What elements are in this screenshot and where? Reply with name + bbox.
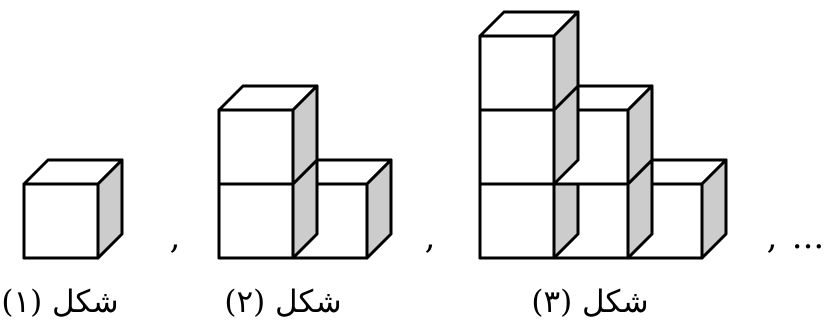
comma-separator-1: ,: [170, 217, 181, 257]
figure-1-caption: شکل (۱): [1, 284, 118, 320]
cube-f1-c1-r1-front: [22, 182, 100, 260]
figure-1-cubes: [22, 158, 124, 260]
continuation-ellipsis: ...: [792, 217, 824, 257]
cube-f2-c1-r1-front: [217, 182, 295, 260]
cube-f3-c1-r1-front: [478, 182, 556, 260]
figure-2-cubes: [217, 84, 393, 260]
cube-f3-c1-r2-front: [478, 108, 556, 186]
comma-separator-2: ,: [425, 217, 436, 257]
cube-f2-c1-r2-front: [217, 108, 295, 186]
cube-f3-c1-r3-front: [478, 34, 556, 112]
figure-2-caption: شکل (۲): [224, 284, 341, 320]
figure-3-caption: شکل (۳): [531, 284, 648, 320]
figure-3-cubes: [478, 10, 728, 260]
comma-separator-3: ,: [767, 217, 778, 257]
